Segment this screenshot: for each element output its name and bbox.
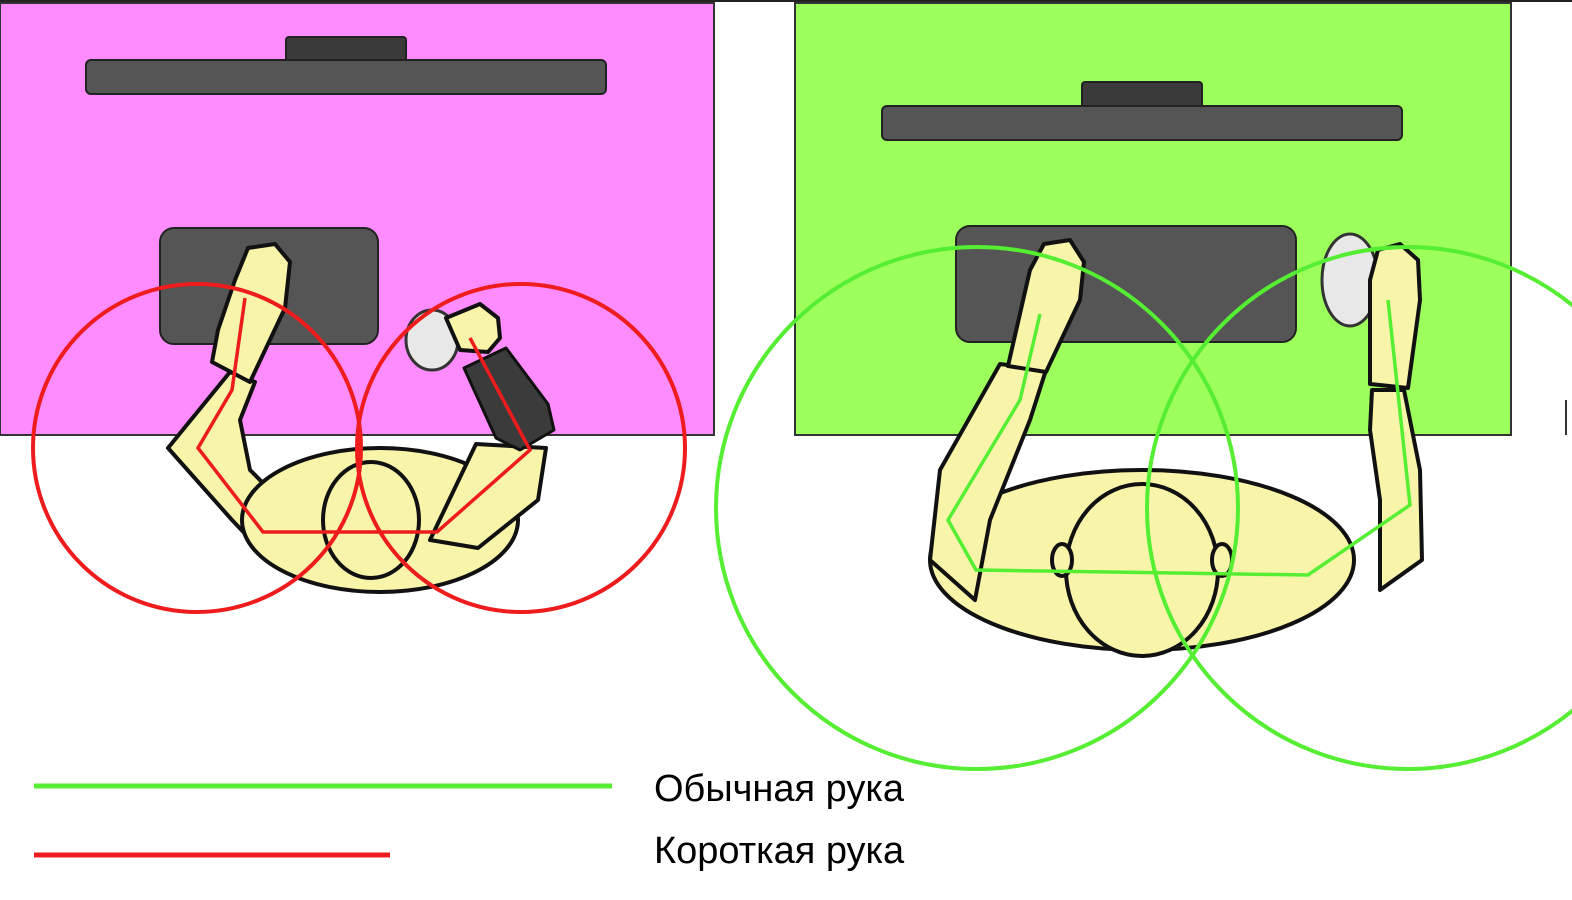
normal-arm-reach	[714, 245, 1572, 771]
keyboard-icon	[955, 225, 1297, 343]
legend-short-label: Короткая рука	[654, 830, 905, 872]
normal-arm-scene	[714, 2, 1572, 771]
short-arm-reach	[31, 282, 687, 614]
legend	[34, 783, 612, 858]
short-arm-scene	[0, 2, 715, 614]
person-left	[166, 242, 556, 594]
wrist-brace	[462, 346, 556, 452]
monitor-icon	[881, 81, 1403, 141]
monitor-icon	[85, 36, 607, 95]
legend-normal-label: Обычная рука	[654, 768, 904, 810]
